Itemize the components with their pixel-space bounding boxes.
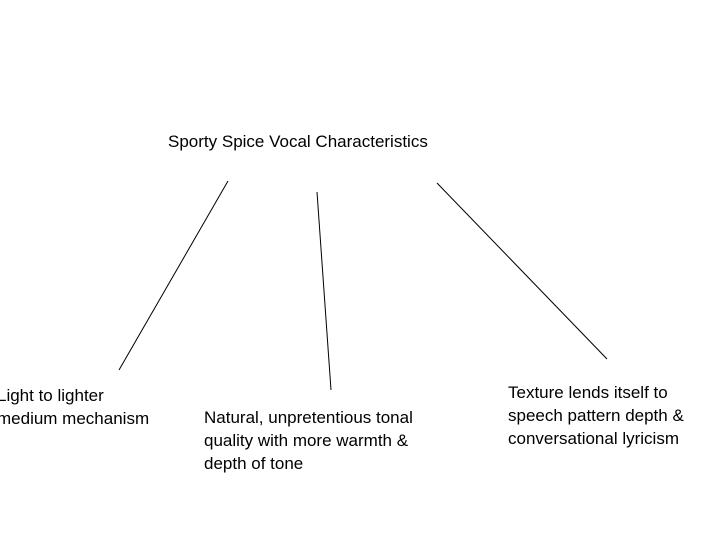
connector-middle — [316, 191, 332, 391]
node-middle: Natural, unpretentious tonal quality wit… — [204, 408, 413, 473]
connector-left — [118, 180, 229, 371]
diagram-title: Sporty Spice Vocal Characteristics — [168, 132, 428, 151]
connector-right — [436, 182, 608, 360]
node-left: Light to lighter medium mechanism — [0, 386, 150, 428]
node-right: Texture lends itself to speech pattern d… — [508, 383, 684, 448]
